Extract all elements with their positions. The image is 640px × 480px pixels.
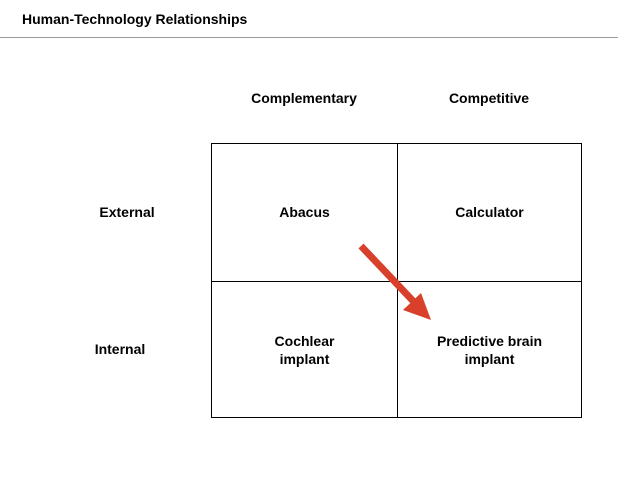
arrow-shaft xyxy=(358,243,417,305)
column-header-complementary: Complementary xyxy=(251,90,357,106)
title-divider xyxy=(0,37,618,38)
page-title: Human-Technology Relationships xyxy=(22,11,248,27)
cell-external-competitive: Calculator xyxy=(398,144,581,281)
cell-external-complementary: Abacus xyxy=(212,144,397,281)
arrow-head xyxy=(403,293,431,320)
cell-label-calculator: Calculator xyxy=(455,203,524,220)
cell-label-predictive-brain-implant: Predictive brain implant xyxy=(436,332,543,367)
cell-internal-complementary: Cochlear implant xyxy=(212,282,397,417)
row-header-internal: Internal xyxy=(94,341,146,357)
row-header-external: External xyxy=(99,204,155,220)
column-header-competitive: Competitive xyxy=(448,90,530,106)
cell-label-abacus: Abacus xyxy=(279,203,330,220)
cell-internal-competitive: Predictive brain implant xyxy=(398,282,581,417)
cell-label-cochlear-implant: Cochlear implant xyxy=(274,332,335,367)
